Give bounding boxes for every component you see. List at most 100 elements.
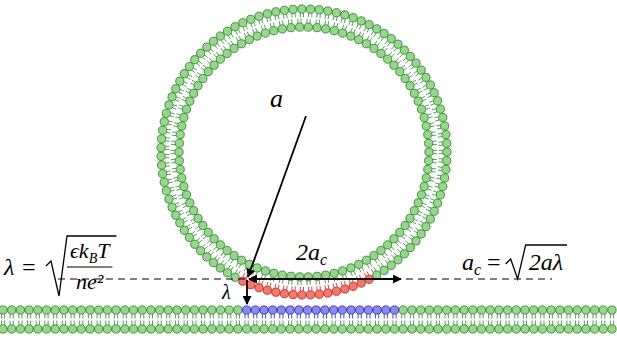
- lipid-tail: [532, 321, 533, 326]
- lipid-tail: [178, 108, 182, 109]
- lipid-head: [347, 325, 355, 333]
- formula-denominator: ne²: [76, 271, 103, 293]
- lipid-head: [412, 59, 420, 67]
- lipid-tail: [236, 314, 237, 319]
- lipid-head: [112, 306, 120, 314]
- lipid-tail: [421, 96, 425, 98]
- lipid-tail: [535, 321, 536, 326]
- lipid-tail: [578, 314, 579, 319]
- lipid-tail: [316, 286, 317, 290]
- lipid-tail: [540, 314, 541, 319]
- lipid-tail: [433, 112, 437, 113]
- lipid-tail: [328, 15, 330, 19]
- lipid-tail: [271, 314, 272, 319]
- lipid-tail: [39, 314, 40, 319]
- lipid-tail: [413, 80, 417, 82]
- lipid-tail: [364, 273, 366, 277]
- lipid-head: [270, 27, 278, 35]
- lipid-tail: [392, 54, 395, 57]
- lipid-tail: [417, 214, 421, 216]
- lipid-tail: [44, 314, 45, 319]
- lipid-head: [260, 325, 268, 333]
- lipid-tail: [378, 36, 380, 39]
- lipid-head: [370, 252, 378, 260]
- lipid-tail: [173, 125, 177, 127]
- lipid-tail: [135, 314, 136, 319]
- lipid-tail: [165, 140, 169, 141]
- lipid-tail: [175, 314, 176, 319]
- lipid-tail: [13, 314, 14, 319]
- lipid-tail: [401, 314, 402, 319]
- lipid-tail: [575, 321, 576, 326]
- lipid-head: [380, 266, 388, 274]
- lipid-tail: [427, 206, 431, 208]
- lipid-tail: [74, 321, 75, 326]
- lipid-head: [204, 68, 212, 76]
- lipid-head: [364, 306, 372, 314]
- lipid-tail: [488, 321, 489, 326]
- lipid-tail: [601, 321, 602, 326]
- lipid-tail: [91, 321, 92, 326]
- lipid-head: [185, 62, 193, 70]
- lipid-head: [406, 214, 414, 222]
- lipid-tail: [392, 321, 393, 326]
- lipid-head: [168, 93, 176, 101]
- lipid-head: [406, 82, 414, 90]
- lipid-tail: [279, 321, 280, 326]
- lipid-tail: [265, 321, 266, 326]
- lipid-tail: [300, 281, 301, 285]
- lipid-tail: [176, 189, 180, 190]
- lipid-head: [209, 259, 217, 267]
- lipid-tail: [213, 321, 214, 326]
- lipid-tail: [310, 281, 311, 285]
- lipid-tail: [549, 321, 550, 326]
- lipid-tail: [300, 287, 301, 291]
- lipid-head: [410, 89, 418, 97]
- lipid-tail: [243, 273, 245, 277]
- lipid-tail: [53, 314, 54, 319]
- lipid-head: [278, 25, 286, 33]
- lipid-head: [176, 219, 184, 227]
- lipid-tail: [231, 267, 233, 271]
- lipid-tail: [262, 321, 263, 326]
- lipid-tail: [152, 314, 153, 319]
- lipid-tail: [39, 321, 40, 326]
- lipid-head: [495, 306, 503, 314]
- lipid-tail: [176, 117, 180, 118]
- lipid-tail: [361, 321, 362, 326]
- lipid-head: [521, 325, 529, 333]
- lipid-tail: [436, 321, 437, 326]
- lipid-head: [160, 178, 168, 186]
- lipid-head: [162, 109, 170, 117]
- lipid-tail: [187, 77, 191, 79]
- lipid-tail: [253, 314, 254, 319]
- lipid-tail: [236, 321, 237, 326]
- lipid-tail: [222, 314, 223, 319]
- lipid-tail: [131, 314, 132, 319]
- lipid-head: [394, 256, 402, 264]
- lipid-head: [417, 325, 425, 333]
- lipid-tail: [288, 321, 289, 326]
- lipid-head: [356, 325, 364, 333]
- lipid-tail: [192, 70, 195, 73]
- lipid-tail: [421, 206, 425, 208]
- lipid-tail: [195, 75, 198, 77]
- lipid-head: [69, 325, 77, 333]
- lipid-tail: [197, 238, 200, 241]
- lipid-head: [77, 306, 85, 314]
- lipid-tail: [305, 321, 306, 326]
- lipid-tail: [389, 249, 392, 252]
- formula-lhs: λ =: [4, 255, 37, 279]
- lipid-tail: [359, 269, 361, 273]
- lipid-tail: [359, 25, 361, 29]
- lipid-tail: [317, 314, 318, 319]
- lipid-tail: [123, 314, 124, 319]
- lipid-tail: [429, 202, 433, 204]
- lipid-head: [103, 325, 111, 333]
- lipid-head: [330, 306, 338, 314]
- lipid-head: [230, 44, 238, 52]
- lipid-head: [324, 7, 332, 15]
- lipid-head: [208, 306, 216, 314]
- lipid-head: [401, 221, 409, 229]
- lipid-tail: [558, 321, 559, 326]
